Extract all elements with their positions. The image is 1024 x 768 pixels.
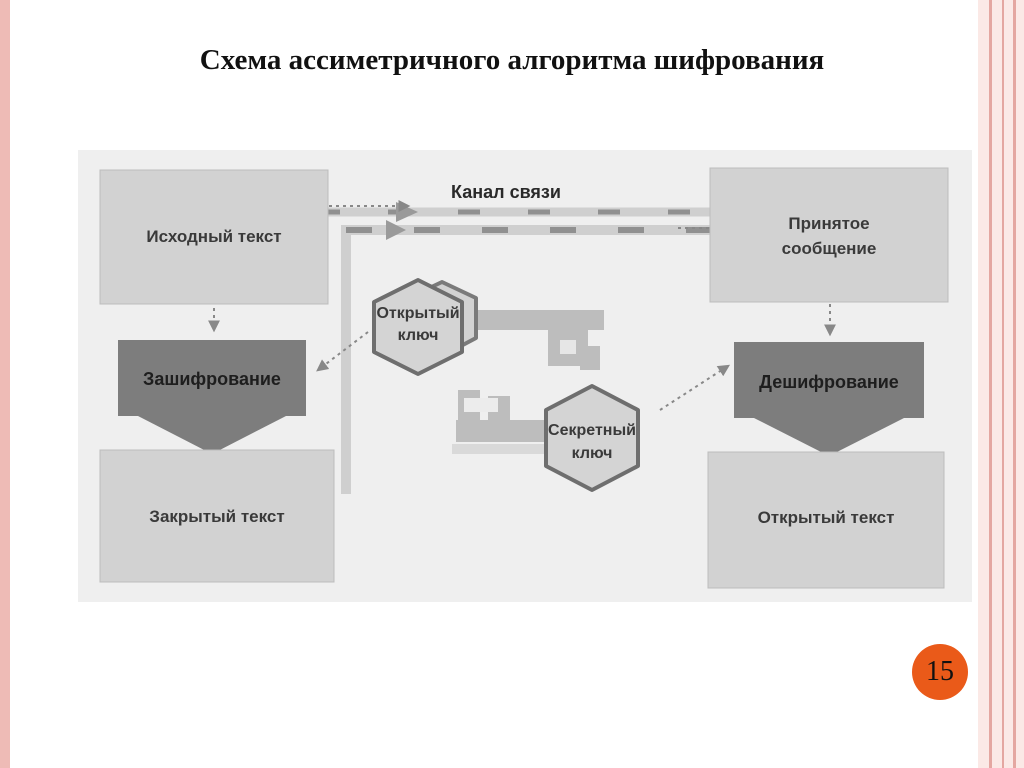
page-number-badge: 15 xyxy=(912,644,968,700)
public-key-label-line2: ключ xyxy=(398,327,439,344)
plain-text-box xyxy=(707,451,945,589)
channel-label: Канал связи xyxy=(451,182,561,202)
decryption-label: Дешифрование xyxy=(759,372,899,392)
source-text-box xyxy=(99,169,329,305)
cipher-text-box xyxy=(99,449,335,583)
source-text-label: Исходный текст xyxy=(146,227,281,246)
channel-arrowhead xyxy=(386,220,406,240)
plain-text-label: Открытый текст xyxy=(758,508,895,527)
secret-key-hexagon xyxy=(544,384,640,492)
public-key-label-line1: Открытый xyxy=(376,305,459,322)
asymmetric-encryption-diagram: Исходный текст Принятое сообщение Зашифр… xyxy=(78,150,972,602)
border-line xyxy=(1013,0,1016,768)
public-key-hexagon xyxy=(372,278,464,376)
received-message-box xyxy=(709,167,949,303)
decryption-down-arrow xyxy=(754,418,904,456)
border-line xyxy=(989,0,992,768)
slide-left-border xyxy=(0,0,10,768)
encryption-down-arrow xyxy=(138,416,286,454)
slide-title: Схема ассиметричного алгоритма шифровани… xyxy=(199,44,825,76)
received-message-label-line2: сообщение xyxy=(782,239,877,258)
encryption-box xyxy=(118,340,306,416)
secret-key-label-line2: ключ xyxy=(572,445,613,462)
decryption-box xyxy=(734,342,924,418)
encryption-label: Зашифрование xyxy=(143,369,281,389)
border-line xyxy=(1002,0,1004,768)
secret-key-label-line1: Секретный xyxy=(548,422,636,439)
cipher-text-label: Закрытый текст xyxy=(149,507,284,526)
slide-right-border xyxy=(978,0,1024,768)
received-message-label-line1: Принятое xyxy=(788,214,869,233)
secret-key-icon xyxy=(452,390,564,454)
